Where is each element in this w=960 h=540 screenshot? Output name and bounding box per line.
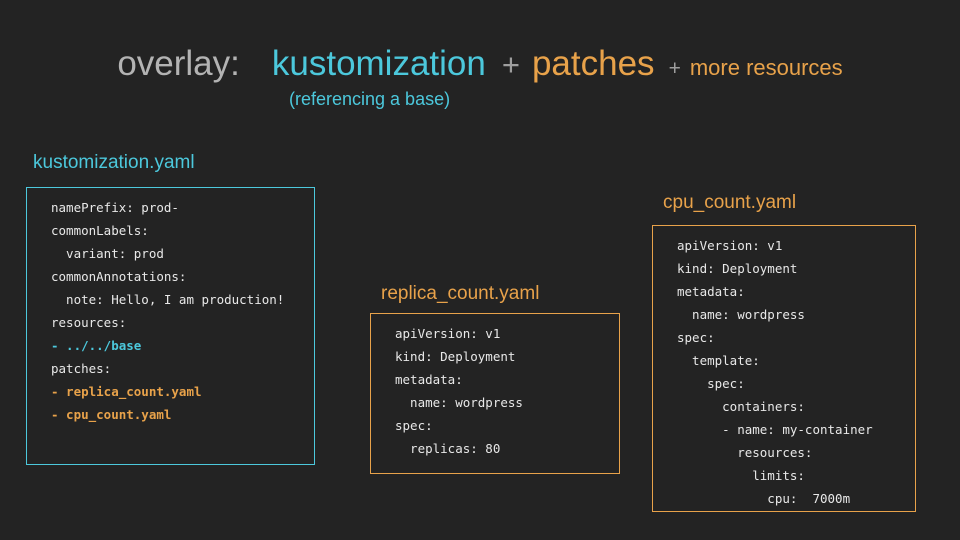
code-line: patches: [51,361,112,376]
code-line: name: wordpress [395,395,523,410]
kustomization-yaml-code: namePrefix: prod-commonLabels: variant: … [26,187,315,465]
code-line: variant: prod [51,246,164,261]
cpu-count-yaml-filename: cpu_count.yaml [663,192,797,213]
code-line: note: Hello, I am production! [51,292,285,307]
title-plus-2: + [668,57,681,80]
code-line: replicas: 80 [395,441,501,456]
code-line: commonAnnotations: [51,269,187,284]
title-plus-1: + [501,47,520,82]
code-line: resources: [677,445,813,460]
title-patches: patches [531,44,655,83]
title-overlay: overlay: [117,44,240,83]
code-line: metadata: [677,284,745,299]
kustomization-yaml-filename: kustomization.yaml [33,152,195,173]
code-line: limits: [677,468,805,483]
code-line: containers: [677,399,805,414]
code-line: cpu: 7000m [677,491,851,506]
code-line: commonLabels: [51,223,149,238]
code-line: spec: [395,418,433,433]
code-line: resources: [51,315,127,330]
code-line: kind: Deployment [395,349,516,364]
title-kustomization: kustomization [271,44,486,83]
code-line: apiVersion: v1 [677,238,783,253]
replica-count-yaml-filebox: replica_count.yaml apiVersion: v1 kind: D… [370,283,620,474]
code-line: - ../../base [51,338,142,353]
code-line: - replica_count.yaml [51,384,202,399]
cpu-count-yaml-filebox: cpu_count.yaml apiVersion: v1 kind: Deplo… [652,192,916,512]
code-line: metadata: [395,372,463,387]
code-line: spec: [677,376,745,391]
title-subtitle: (referencing a base) [289,89,451,109]
kustomization-yaml-filebox: kustomization.yaml namePrefix: prod-comm… [26,152,315,465]
code-line: spec: [677,330,715,345]
code-line: - cpu_count.yaml [51,407,172,422]
code-line: namePrefix: prod- [51,200,179,215]
code-line: apiVersion: v1 [395,326,501,341]
code-line: - name: my-container [677,422,873,437]
code-line: template: [677,353,760,368]
title-more-resources: more resources [689,55,843,80]
replica-count-yaml-filename: replica_count.yaml [381,283,540,304]
code-line: kind: Deployment [677,261,798,276]
code-line: name: wordpress [677,307,805,322]
slide-title: overlay: kustomization + patches + more … [0,44,960,84]
